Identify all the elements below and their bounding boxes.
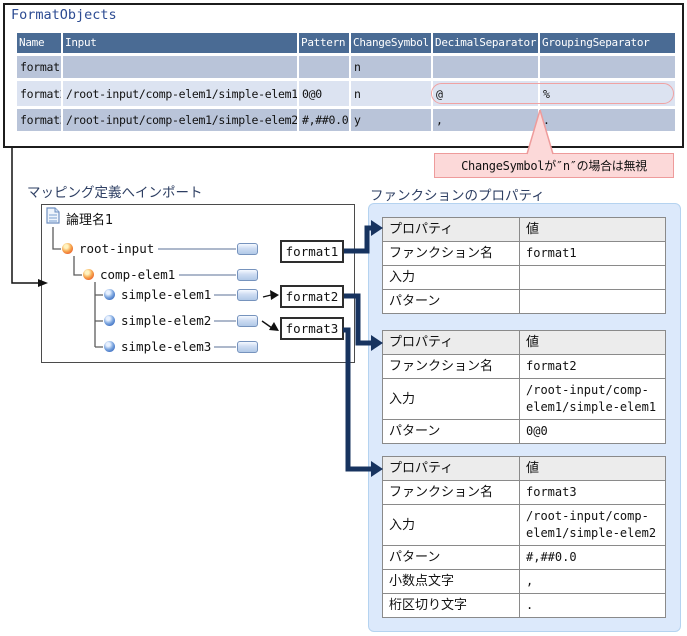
property-label: ファンクション名	[382, 354, 520, 379]
property-label: パターン	[382, 545, 520, 570]
tree-node-comp-elem1: comp-elem1	[100, 267, 176, 282]
column-header-pattern: Pattern	[299, 33, 349, 53]
cell-format1-groupingseparator	[540, 56, 675, 78]
property-value: ,	[519, 569, 666, 594]
property-table-format1: プロパティ 値 ファンクション名 format1 入力 パターン	[382, 217, 666, 314]
property-label: ファンクション名	[382, 480, 520, 505]
element-node-icon	[104, 341, 115, 352]
properties-section-label: ファンクションのプロパティ	[370, 188, 545, 204]
cell-format2-input: /root-input/comp-elem1/simple-elem1	[63, 81, 297, 106]
property-value: .	[519, 593, 666, 618]
cell-format1-pattern	[299, 56, 349, 78]
element-node-icon	[104, 289, 115, 300]
cell-format3-changesymbol: y	[351, 109, 431, 131]
value-col-header: 値	[519, 330, 666, 355]
property-value: format3	[519, 480, 666, 505]
mapping-port-icon	[237, 341, 258, 353]
element-node-icon	[62, 243, 73, 254]
property-label: 入力	[382, 504, 520, 546]
mapping-port-icon	[237, 269, 258, 281]
cell-format2-changesymbol: n	[351, 81, 431, 106]
cell-format3-name: format3	[17, 109, 61, 131]
property-value	[519, 265, 666, 290]
cell-format3-pattern: #,##0.0	[299, 109, 349, 131]
column-header-decimalseparator: DecimalSeparator	[433, 33, 538, 53]
property-value: format2	[519, 354, 666, 379]
mapping-section-label: マッピング定義へインポート	[27, 185, 203, 201]
callout-note: ChangeSymbolが″n″の場合は無視	[434, 153, 674, 178]
cell-format1-changesymbol: n	[351, 56, 431, 78]
cell-format3-input: /root-input/comp-elem1/simple-elem2	[63, 109, 297, 131]
tree-node-simple-elem1: simple-elem1	[121, 287, 212, 302]
tree-node-root-input: root-input	[79, 241, 155, 256]
tree-node-simple-elem3: simple-elem3	[121, 339, 212, 354]
mapping-port-icon	[237, 315, 258, 327]
cell-format2-name: format2	[17, 81, 61, 106]
property-label: パターン	[382, 289, 520, 314]
format-objects-title: FormatObjects	[11, 7, 117, 23]
format3-box: format3	[280, 317, 344, 340]
value-col-header: 値	[519, 217, 666, 242]
property-value: /root-input/comp-elem1/simple-elem2	[519, 504, 666, 546]
cell-format3-decimalseparator: ,	[433, 109, 538, 131]
property-label: パターン	[382, 419, 520, 444]
property-value: /root-input/comp-elem1/simple-elem1	[519, 378, 666, 420]
tree-node-simple-elem2: simple-elem2	[121, 313, 212, 328]
format2-box: format2	[280, 285, 344, 308]
property-table-format3: プロパティ 値 ファンクション名 format3 入力 /root-input/…	[382, 456, 666, 618]
document-icon	[46, 207, 60, 228]
cell-format1-name: format1	[17, 56, 61, 78]
highlight-outline	[431, 83, 674, 104]
mapping-port-icon	[237, 243, 258, 255]
property-col-header: プロパティ	[382, 456, 520, 481]
element-node-icon	[104, 315, 115, 326]
column-header-input: Input	[63, 33, 297, 53]
mapping-port-icon	[237, 289, 258, 301]
cell-format2-groupingseparator: %	[540, 81, 675, 106]
column-header-name: Name	[17, 33, 61, 53]
property-table-format2: プロパティ 値 ファンクション名 format2 入力 /root-input/…	[382, 330, 666, 444]
cell-format2-decimalseparator: @	[433, 81, 538, 106]
cell-format1-decimalseparator	[433, 56, 538, 78]
column-header-groupingseparator: GroupingSeparator	[540, 33, 675, 53]
property-col-header: プロパティ	[382, 330, 520, 355]
element-node-icon	[83, 269, 94, 280]
property-value: #,##0.0	[519, 545, 666, 570]
value-col-header: 値	[519, 456, 666, 481]
property-label: ファンクション名	[382, 241, 520, 266]
property-label: 桁区切り文字	[382, 593, 520, 618]
format-objects-table: Name Input Pattern ChangeSymbol DecimalS…	[17, 33, 675, 131]
property-value	[519, 289, 666, 314]
cell-format2-pattern: 0@0	[299, 81, 349, 106]
property-col-header: プロパティ	[382, 217, 520, 242]
tree-root-label: 論理名1	[66, 213, 114, 228]
property-label: 入力	[382, 265, 520, 290]
property-label: 入力	[382, 378, 520, 420]
cell-format1-input	[63, 56, 297, 78]
format1-box: format1	[280, 240, 344, 263]
property-value: 0@0	[519, 419, 666, 444]
property-label: 小数点文字	[382, 569, 520, 594]
property-value: format1	[519, 241, 666, 266]
cell-format3-groupingseparator: .	[540, 109, 675, 131]
table-to-tree-connector	[11, 148, 38, 284]
column-header-changesymbol: ChangeSymbol	[351, 33, 431, 53]
